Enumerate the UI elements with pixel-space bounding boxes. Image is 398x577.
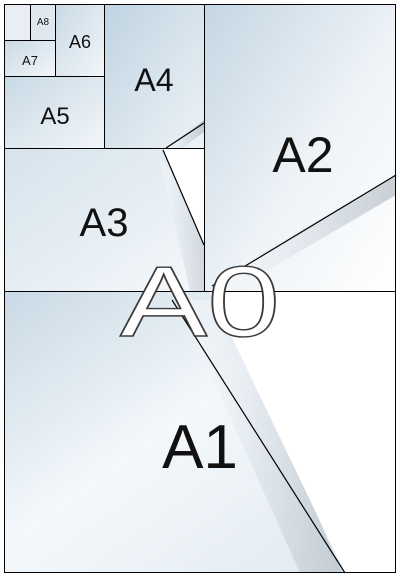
- label-a6: A6: [69, 32, 91, 52]
- label-a4: A4: [134, 62, 173, 98]
- label-a1: A1: [162, 413, 238, 482]
- label-a0: A0: [120, 246, 280, 358]
- label-a3: A3: [80, 201, 129, 245]
- sheet-a9: [4, 4, 30, 40]
- label-a7: A7: [22, 53, 38, 68]
- label-a2: A2: [272, 127, 333, 183]
- label-a5: A5: [40, 103, 69, 130]
- label-a8: A8: [37, 17, 50, 28]
